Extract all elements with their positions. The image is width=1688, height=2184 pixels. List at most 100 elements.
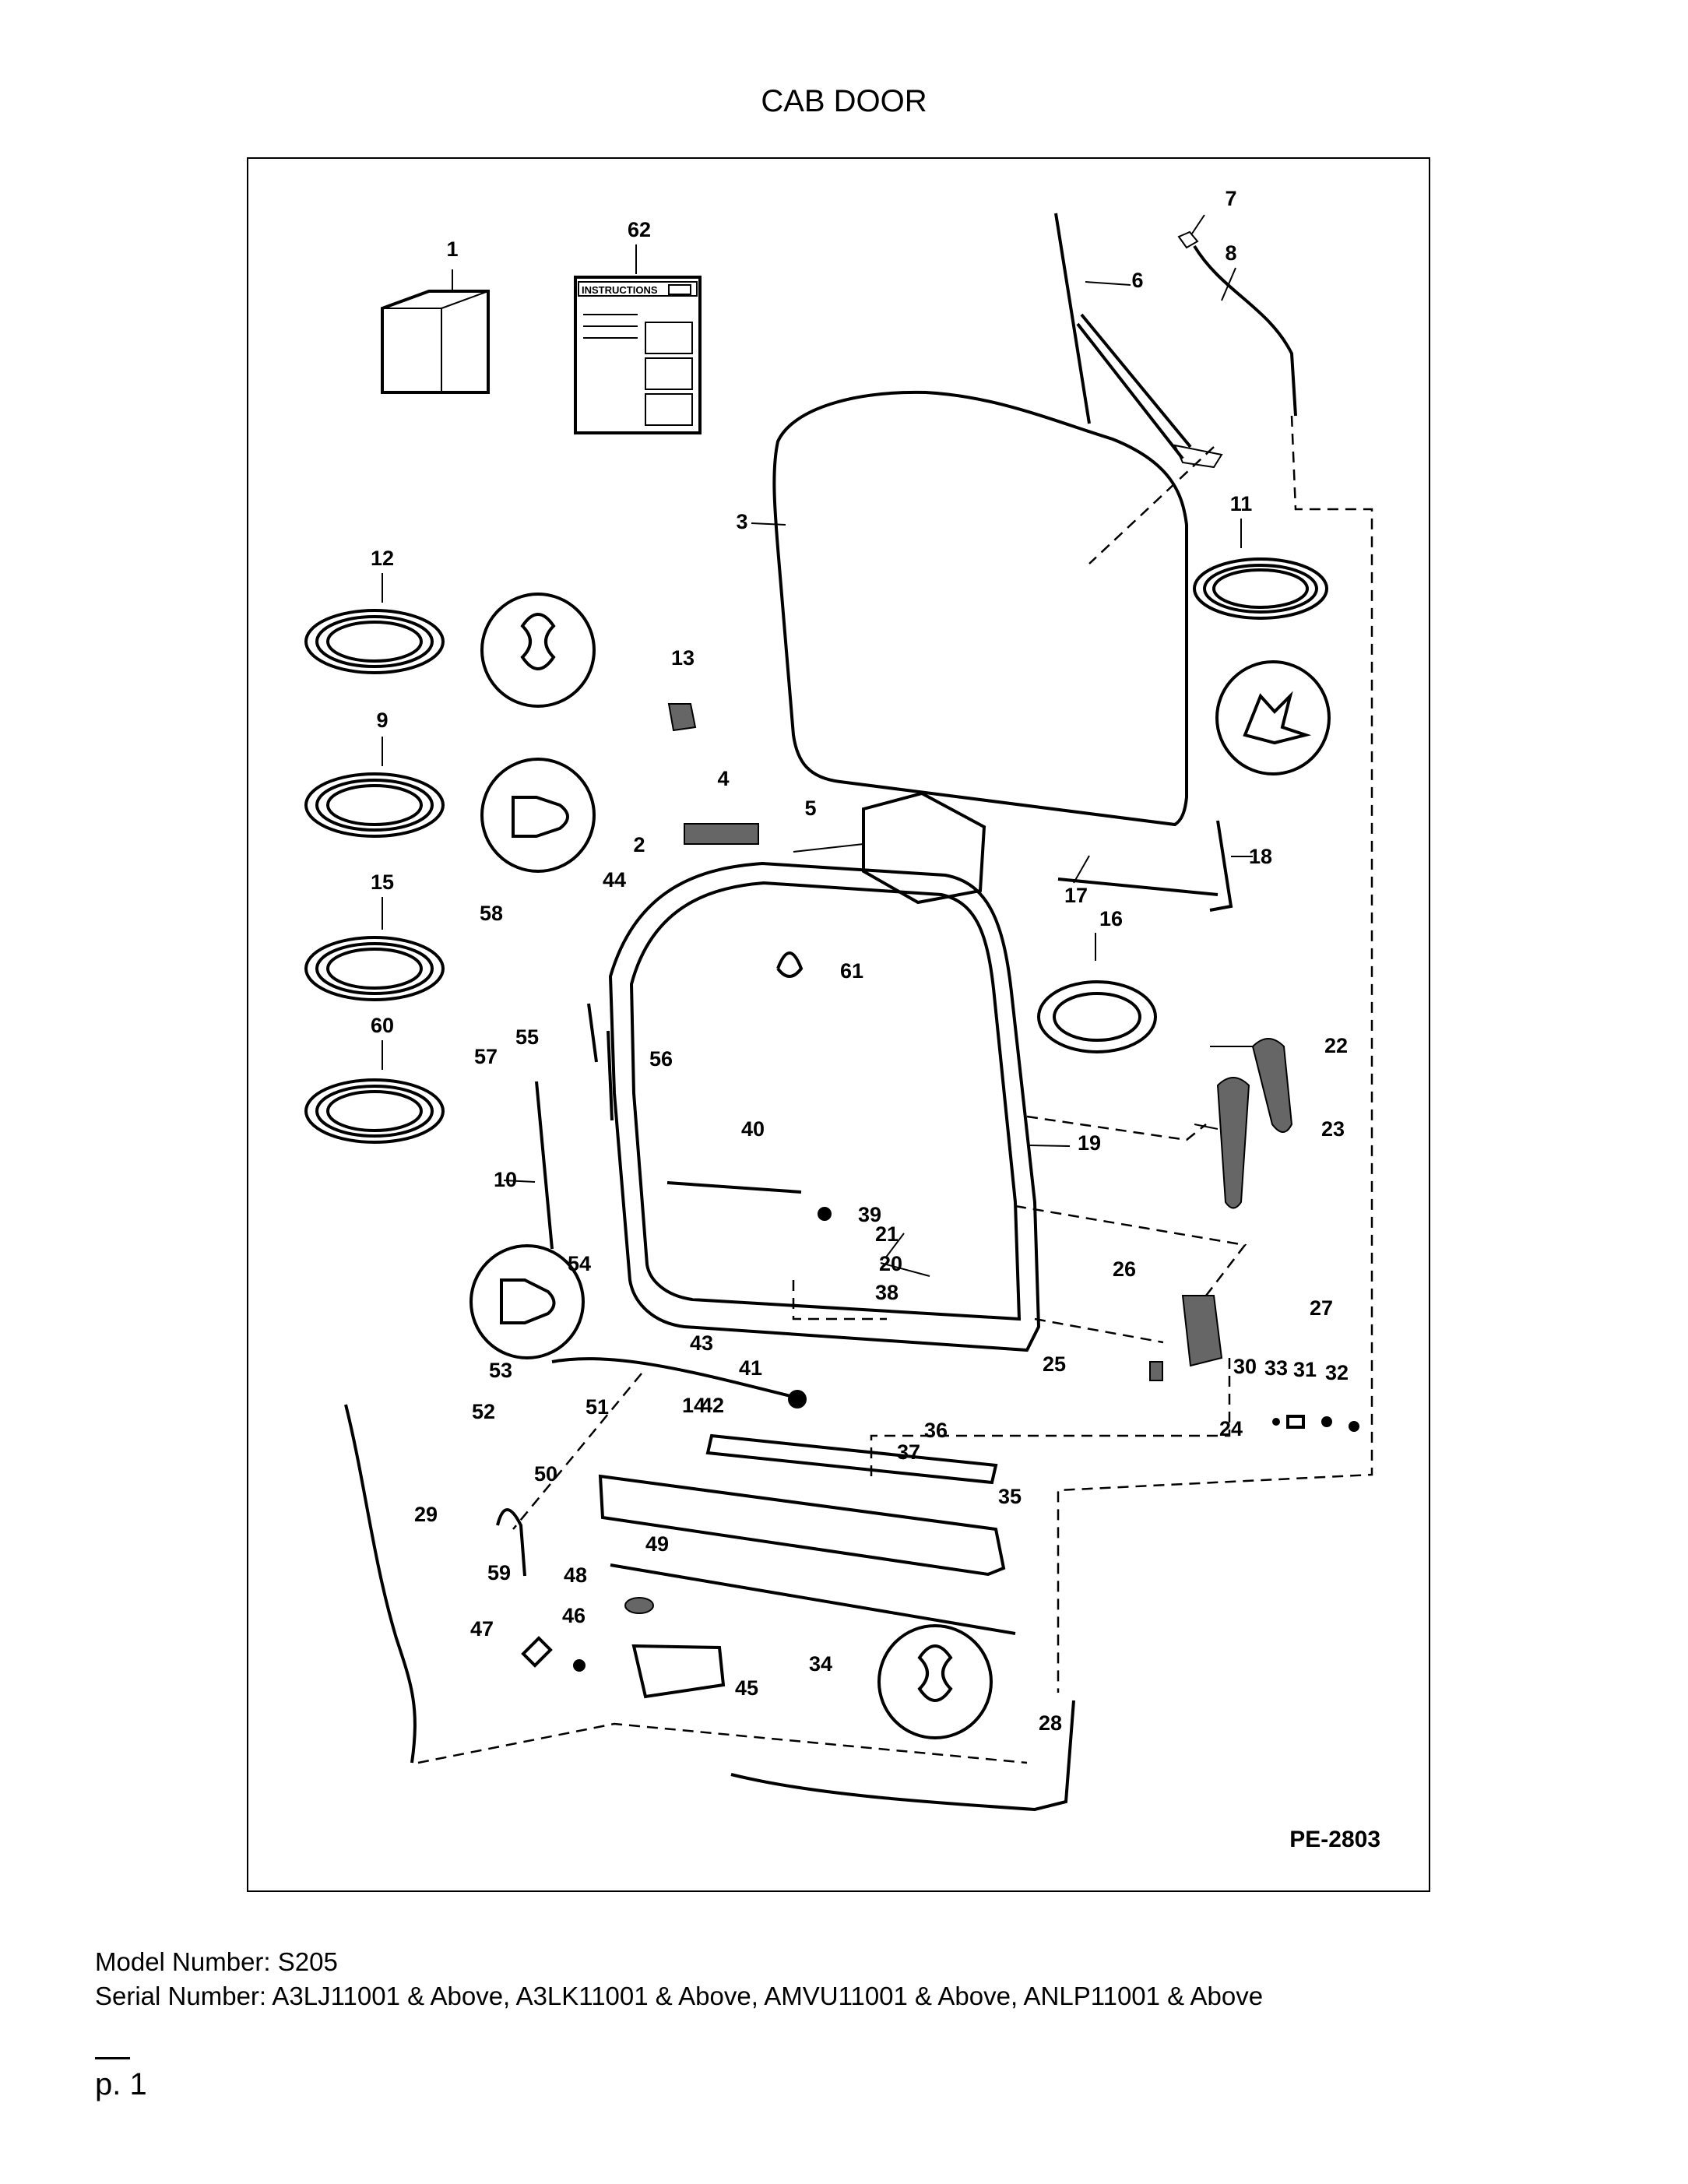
part-seal-strip-10 [535,1081,554,1250]
part-harness-28 [730,1700,1075,1812]
callout-14: 14 [682,1394,705,1417]
page-rule [95,2057,130,2059]
callout-32: 32 [1325,1361,1349,1384]
part-hose-16 [1037,980,1157,1053]
callout-54: 54 [568,1252,591,1275]
callout-7: 7 [1225,187,1236,210]
part-24 [1149,1361,1163,1381]
callout-18: 18 [1249,845,1272,868]
part-39 [818,1207,832,1221]
callout-17: 17 [1064,884,1088,907]
seal-profile-detail-11 [1215,660,1331,775]
part-strip-17 [1057,877,1219,896]
callout-33: 33 [1264,1356,1288,1380]
callout-44: 44 [603,868,626,892]
part-wiper [1054,213,1223,469]
callout-49: 49 [645,1532,669,1556]
part-washer-hose [1193,244,1297,417]
part-strip-55 [587,1003,598,1063]
callout-53: 53 [489,1359,512,1382]
callout-13: 13 [671,646,695,670]
callout-51: 51 [586,1395,609,1419]
part-door-frame [608,861,1041,1352]
callout-35: 35 [998,1485,1022,1508]
part-box [381,290,490,394]
callout-6: 6 [1131,269,1143,292]
callout-15: 15 [371,870,394,894]
callout-56: 56 [649,1047,673,1071]
part-bracket [684,823,759,845]
footer: Model Number: S205 Serial Number: A3LJ11… [95,1945,1263,2013]
callout-59: 59 [487,1561,511,1584]
part-seal-coil-12 [304,609,445,674]
callout-45: 45 [735,1676,758,1700]
callout-36: 36 [924,1419,948,1442]
callout-1: 1 [446,237,458,261]
callout-24: 24 [1219,1417,1243,1440]
part-instructions: INSTRUCTIONS [574,276,702,434]
callout-41: 41 [739,1356,762,1380]
callout-40: 40 [741,1117,765,1141]
exploded-parts-diagram: INSTRUCTIONS [304,187,1373,1812]
seal-profile-detail-34 [877,1624,993,1739]
callout-34: 34 [809,1652,832,1676]
callout-27: 27 [1310,1296,1333,1320]
callout-38: 38 [875,1281,899,1304]
callout-5: 5 [804,797,816,820]
callout-31: 31 [1293,1358,1317,1381]
callout-20: 20 [879,1252,902,1275]
callout-10: 10 [494,1168,517,1191]
part-fitting-47 [521,1636,553,1668]
callout-46: 46 [562,1604,586,1627]
callout-16: 16 [1099,907,1123,930]
part-46 [573,1659,586,1672]
serial-number: Serial Number: A3LJ11001 & Above, A3LK11… [95,1982,1264,2010]
part-41 [788,1390,807,1409]
callout-3: 3 [736,510,747,533]
part-harness-29 [344,1404,417,1764]
part-strip-56 [607,1030,614,1121]
callout-62: 62 [628,218,651,241]
callout-43: 43 [690,1331,713,1355]
part-handle-23 [1216,1077,1250,1209]
part-cap-48 [624,1597,654,1614]
callout-26: 26 [1113,1257,1136,1281]
callout-57: 57 [474,1045,498,1068]
callout-52: 52 [472,1400,495,1423]
model-number: Model Number: S205 [95,1947,338,1976]
seal-profile-detail-10 [469,1244,585,1359]
part-reservoir [631,1644,726,1699]
connection-lines [417,415,1373,1764]
leader-lines [382,214,1253,1277]
part-switch [667,703,697,732]
callout-12: 12 [371,547,394,570]
part-hose-16-inner [1053,992,1141,1042]
part-handle-22 [1251,1038,1293,1133]
seal-profile-detail-12 [480,593,596,708]
callout-30: 30 [1233,1355,1257,1378]
part-strip-34 [610,1563,1016,1635]
callout-28: 28 [1039,1711,1062,1735]
parts-drawing: INSTRUCTIONS [304,213,1373,1812]
part-grille [705,1433,998,1485]
part-seal-coil-60 [304,1078,445,1144]
instructions-label: INSTRUCTIONS [582,284,658,296]
callout-19: 19 [1078,1131,1101,1155]
part-rod-18 [1209,820,1233,912]
callout-29: 29 [414,1503,438,1526]
part-plate-35 [598,1474,1006,1577]
part-door-glass [772,390,1188,827]
part-latch [1181,1295,1223,1367]
part-cable-43 [551,1357,794,1398]
callout-61: 61 [840,959,863,983]
callout-4: 4 [717,767,729,790]
diagram-id: PE-2803 [1289,1827,1380,1852]
callout-58: 58 [480,902,503,925]
callout-labels: 1234567891011121314151617181920212223242… [371,187,1349,1735]
part-hose-59 [496,1508,526,1577]
page-title: CAB DOOR [761,84,927,118]
part-door-frame-inner [629,881,1022,1321]
part-wiper-nut [1177,230,1199,249]
callout-42: 42 [701,1394,724,1417]
part-hardware-30-33 [1272,1415,1359,1432]
